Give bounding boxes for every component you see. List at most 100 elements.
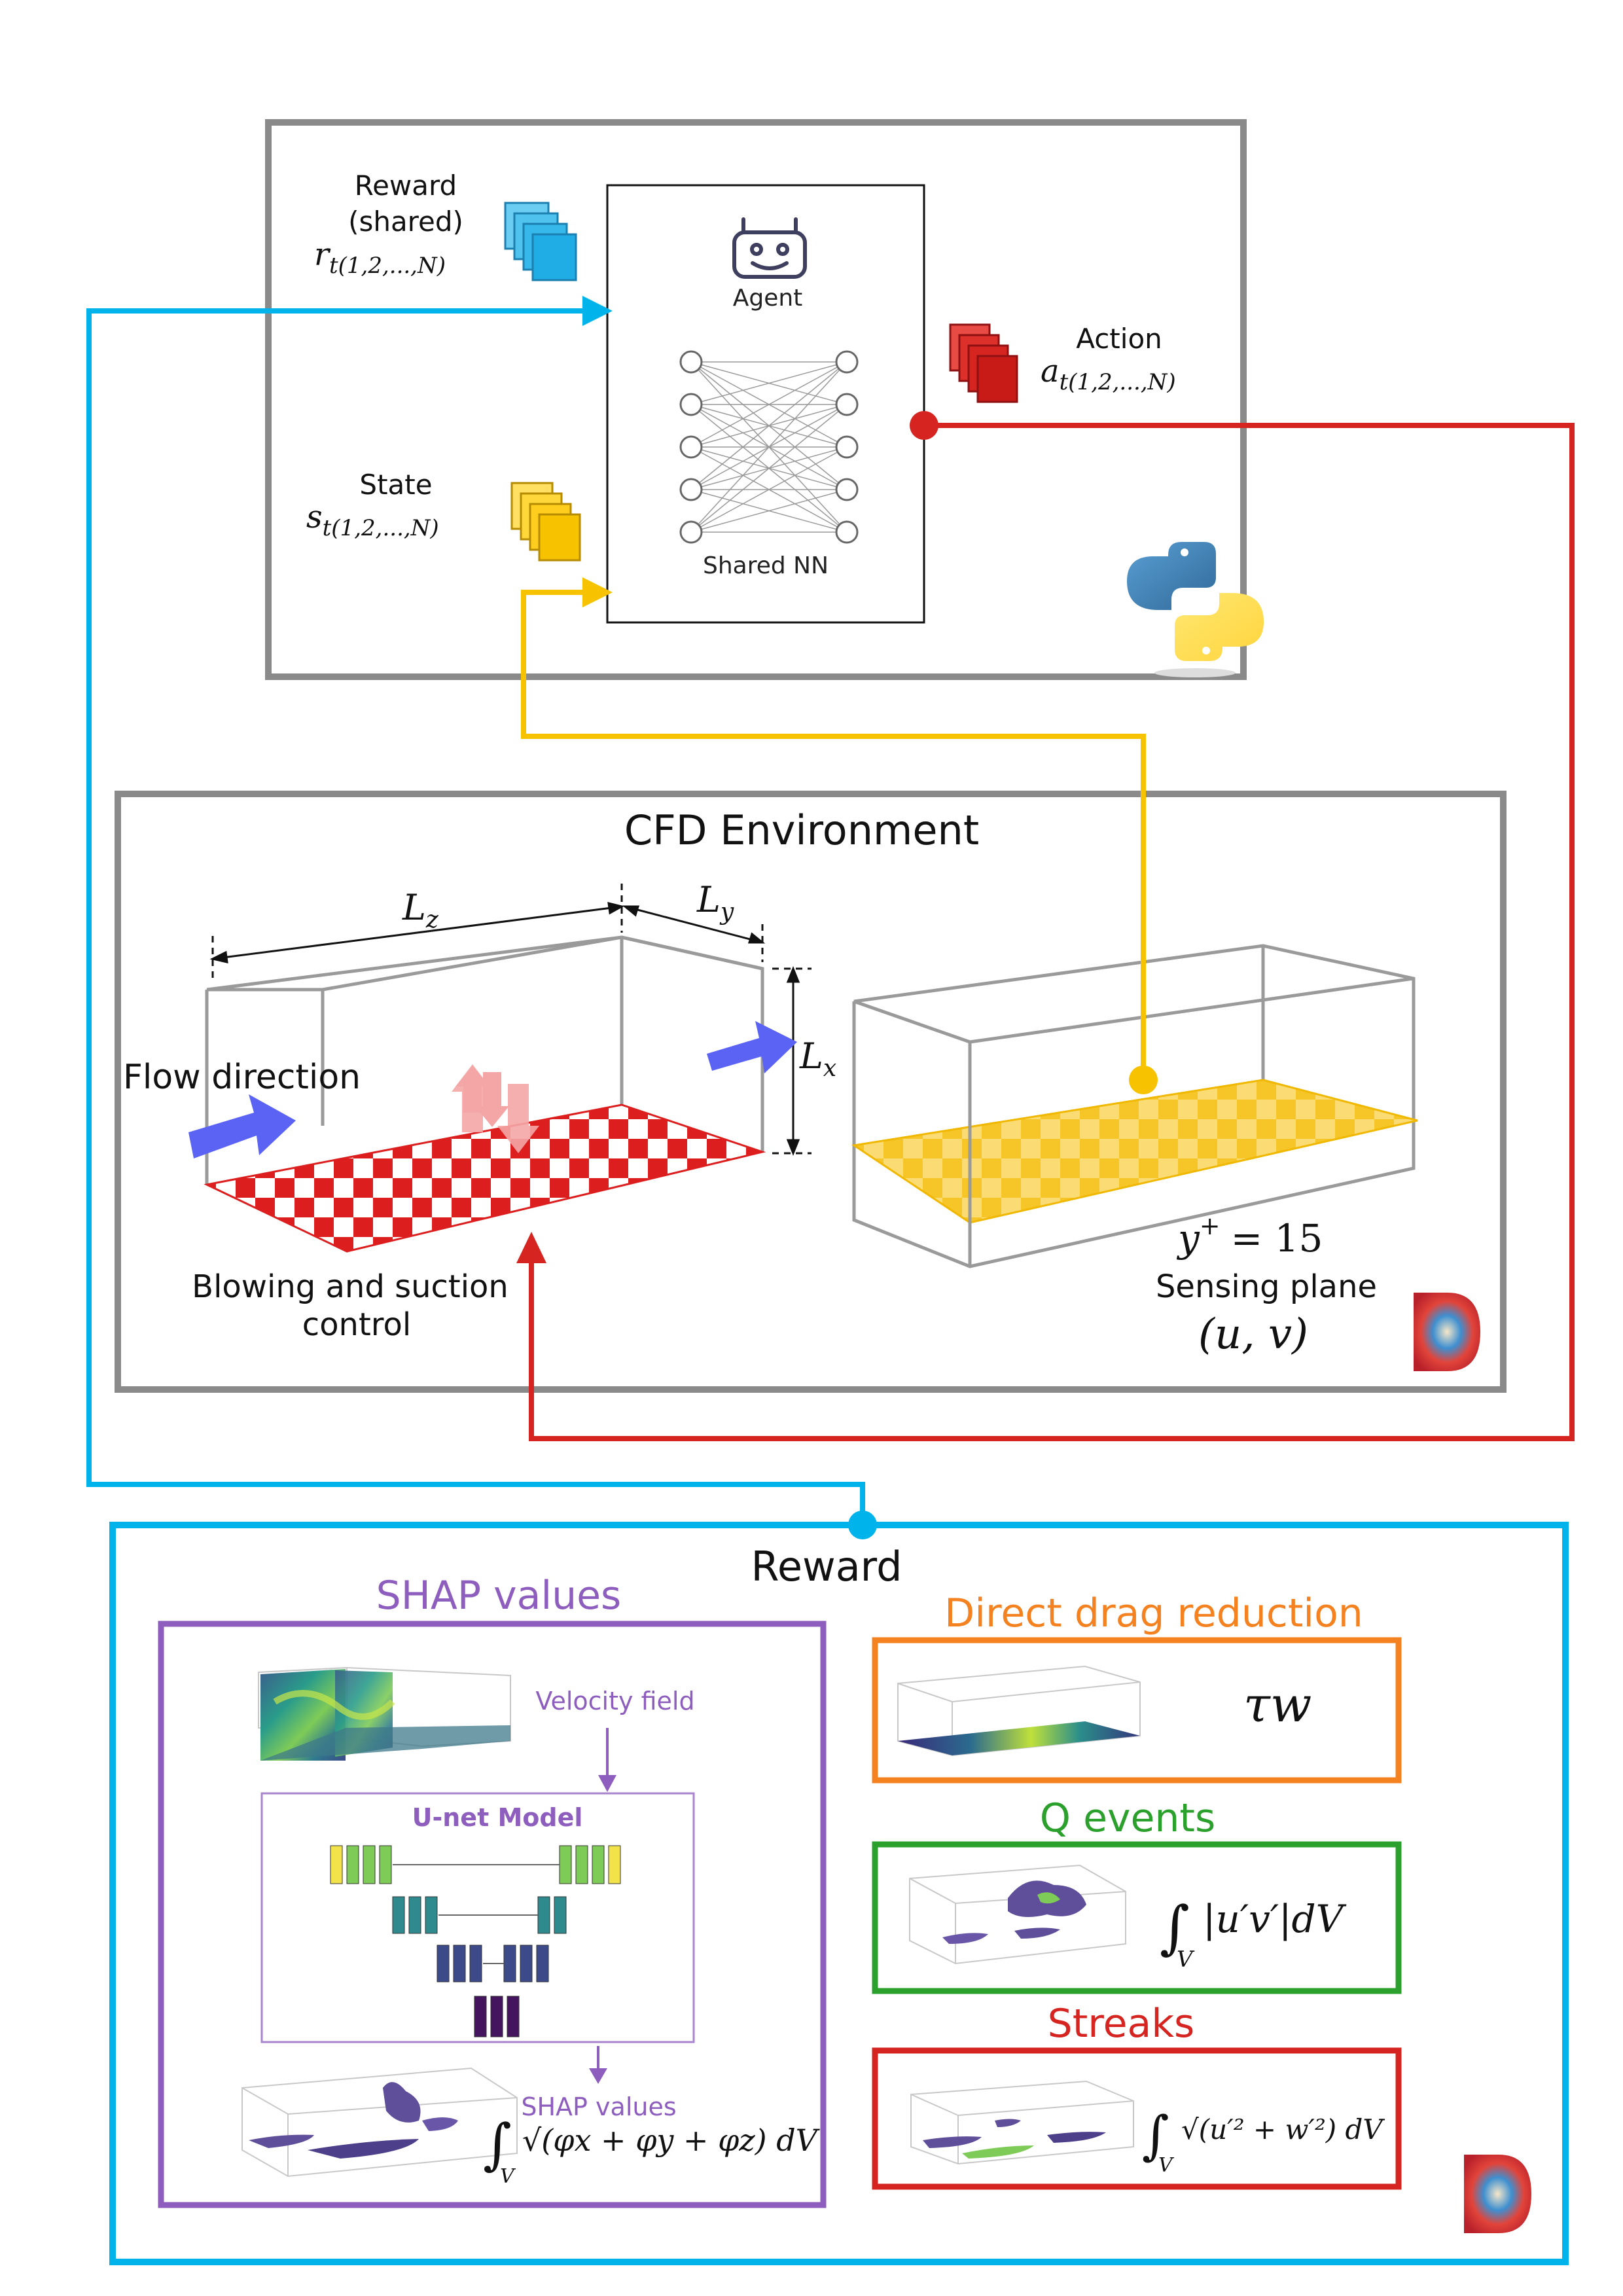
reward-title: Reward [751,1543,902,1590]
ly-label: Ly [696,879,734,925]
reward-feedback-node [848,1511,877,1539]
q-events-thumbnail [909,1864,1126,1965]
streaks-thumbnail [910,2080,1134,2165]
flow-inlet-arrow [188,1094,296,1158]
reward-shared-label: (shared) [348,206,463,238]
reward-stack-icon [504,202,577,281]
shap-formula-text: √(φx + φy + φz) dV [522,2123,821,2158]
dimension-ly [622,905,766,962]
nn-node [835,435,859,459]
reward-input-label: Reward [355,170,457,202]
shap-values-small-label: SHAP values [521,2092,676,2121]
action-node [910,411,938,440]
nn-edge [690,489,847,533]
blowing-arrow-up [452,1064,493,1132]
shap-values-title: SHAP values [376,1573,622,1619]
blowing-suction-label-line2: control [302,1306,411,1343]
q-events-title: Q events [1040,1795,1215,1841]
nn-node [679,520,703,544]
unet-block [537,1896,550,1934]
unet-block [453,1945,466,1982]
unet-block [392,1896,405,1934]
unet-block [330,1845,343,1884]
suction-arrow-down [497,1084,539,1153]
unet-block [490,1996,503,2037]
action-stack-icon [949,323,1018,403]
shap-values-box [158,1621,827,2208]
svg-text:V: V [1177,1946,1195,1973]
unet-block [559,1845,572,1884]
reward-feedback-arrowhead [582,296,613,326]
nn-edge [690,361,847,448]
unet-block [503,1945,516,1982]
drag-formula: τw [1243,1677,1311,1733]
yplus-label: y+= 15 [1176,1211,1323,1261]
svg-text:∫: ∫ [1160,1893,1190,1961]
streaks-formula-text: √(u′² + w′²) dV [1181,2113,1385,2145]
drag-reduction-title: Direct drag reduction [944,1590,1363,1636]
reward-box [109,1522,1569,2265]
nn-node [835,393,859,416]
state-label: State [359,469,432,501]
action-line [529,423,1575,1441]
reward-symbol: rt(1,2,...,N) [314,236,446,279]
state-stack-icon [510,482,581,562]
action-arrowhead [516,1232,546,1263]
blowing-suction-plane [204,1103,766,1253]
svg-text:∫: ∫ [483,2112,512,2176]
agent-inner-box [606,184,925,624]
flow-direction-label: Flow direction [123,1058,361,1097]
nn-edge [690,361,847,490]
streaks-title: Streaks [1048,2001,1195,2047]
velocity-field-label: Velocity field [535,1687,694,1715]
agent-environment-box [265,119,1247,680]
velocity-field-thumbnail [258,1666,511,1761]
state-line [521,590,1146,1080]
shared-nn-icon [679,350,859,544]
nn-edge [690,361,847,533]
unet-block [575,1845,588,1884]
q-events-box [872,1841,1402,1994]
reward-feedback-line [86,308,865,1525]
nn-node [679,393,703,416]
sensing-plane-label: Sensing plane [1156,1268,1377,1305]
flow-outlet-arrow [707,1021,797,1073]
svg-text:V: V [1158,2154,1175,2177]
sensing-plane [851,1079,1418,1224]
drag-reduction-box [872,1637,1402,1784]
q-formula: ∫ V |u′v′|dV [1160,1893,1347,1973]
python-logo-icon [1127,542,1264,677]
drag-reduction-thumbnail [897,1665,1141,1757]
nn-node [679,435,703,459]
dns-logo-reward-icon [1464,2155,1531,2233]
unet-block [437,1945,450,1982]
dimension-lx [772,965,812,1157]
nn-edge [690,404,847,533]
cfd-environment-title: CFD Environment [624,806,979,854]
unet-block [469,1945,482,1982]
streaks-formula: ∫ V √(u′² + w′²) dV [1142,2105,1385,2177]
unet-architecture-icon [330,1845,621,2037]
agent-label: Agent [733,285,803,312]
unet-block [507,1996,520,2037]
shap-formula: ∫ V √(φx + φy + φz) dV [483,2112,821,2188]
state-arrowhead [582,577,613,607]
lz-label: Lz [402,887,439,933]
unet-block [408,1896,421,1934]
unet-block [608,1845,621,1884]
robot-icon [732,217,807,279]
action-label: Action [1076,323,1162,355]
unet-block [474,1996,487,2037]
unet-block [592,1845,605,1884]
shap-values-thumbnail [241,2067,518,2178]
shared-nn-label: Shared NN [703,552,829,579]
state-symbol: st(1,2,...,N) [306,499,439,541]
dimension-lz [209,884,625,982]
blowing-suction-label-line1: Blowing and suction [192,1268,508,1305]
streaks-box [872,2047,1402,2190]
nn-node [835,520,859,544]
state-node [1129,1066,1158,1094]
unet-model-box [260,1792,695,2043]
unet-block [536,1945,549,1982]
